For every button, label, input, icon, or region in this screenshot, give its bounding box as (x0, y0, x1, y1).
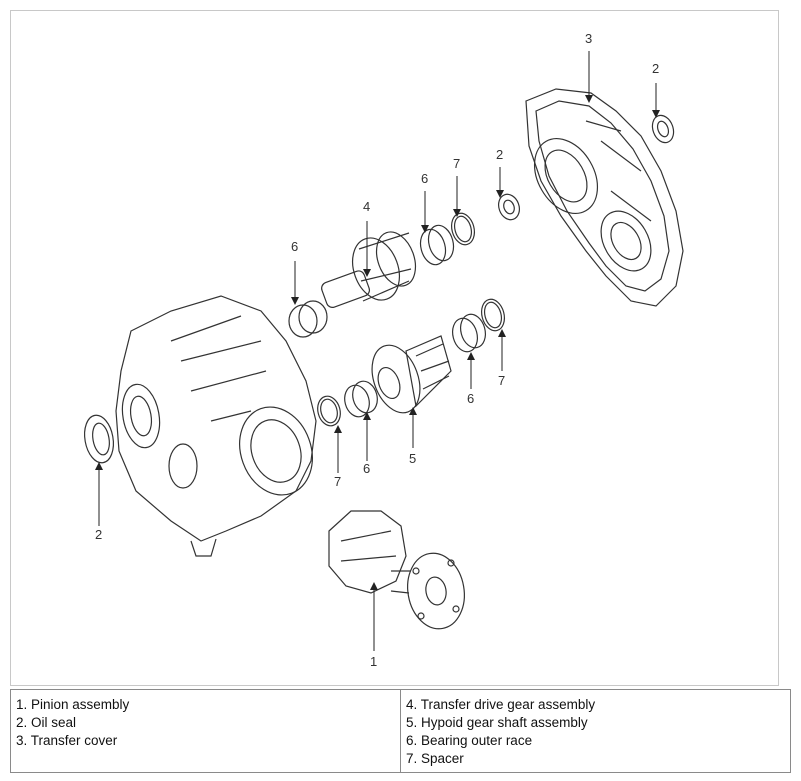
bearing-race-upper-right (419, 224, 455, 266)
oil-seal-top (651, 114, 675, 144)
bearing-race-lower-right (452, 313, 486, 353)
callout-7-a: 7 (453, 156, 460, 171)
spacer-lower-right (480, 298, 506, 332)
callout-6-a: 6 (291, 239, 298, 254)
callout-7-c: 7 (498, 373, 505, 388)
callout-1: 1 (370, 654, 377, 669)
bearing-race-upper-left (288, 300, 328, 338)
callout-6-d: 6 (467, 391, 474, 406)
legend-item-2: 2. Oil seal (16, 715, 77, 730)
callout-3: 3 (585, 31, 592, 46)
legend-item-4: 4. Transfer drive gear assembly (406, 697, 596, 712)
callout-6-c: 6 (363, 461, 370, 476)
legend-item-1: 1. Pinion assembly (16, 697, 130, 712)
pinion-assembly (328, 510, 465, 630)
legend-item-6: 6. Bearing outer race (406, 733, 533, 748)
parts-legend: 1. Pinion assembly 2. Oil seal 3. Transf… (10, 689, 791, 773)
transfer-drive-gear-assembly (321, 231, 417, 308)
callout-6-b: 6 (421, 171, 428, 186)
spacer-lower-left (317, 395, 341, 427)
callout-5: 5 (409, 451, 416, 466)
legend-column-left: 1. Pinion assembly 2. Oil seal 3. Transf… (11, 690, 400, 772)
legend-item-7: 7. Spacer (406, 751, 464, 766)
transfer-cover (525, 88, 684, 307)
callout-7-b: 7 (334, 474, 341, 489)
hypoid-gear-shaft-assembly (371, 335, 452, 414)
callout-2-left: 2 (95, 527, 102, 542)
legend-column-right: 4. Transfer drive gear assembly 5. Hypoi… (400, 690, 790, 772)
transfer-case-housing (115, 295, 317, 557)
exploded-diagram: 1 2 2 2 3 4 5 6 6 6 6 7 7 7 (10, 10, 779, 686)
legend-item-5: 5. Hypoid gear shaft assembly (406, 715, 588, 730)
legend-item-3: 3. Transfer cover (16, 733, 118, 748)
callout-4: 4 (363, 199, 370, 214)
diagram-drawing: 1 2 2 2 3 4 5 6 6 6 6 7 7 7 (83, 31, 684, 669)
callout-2-mid: 2 (496, 147, 503, 162)
callout-2-top: 2 (652, 61, 659, 76)
oil-seal-left (83, 414, 115, 464)
oil-seal-mid (498, 193, 520, 221)
leader-lines (95, 51, 660, 651)
